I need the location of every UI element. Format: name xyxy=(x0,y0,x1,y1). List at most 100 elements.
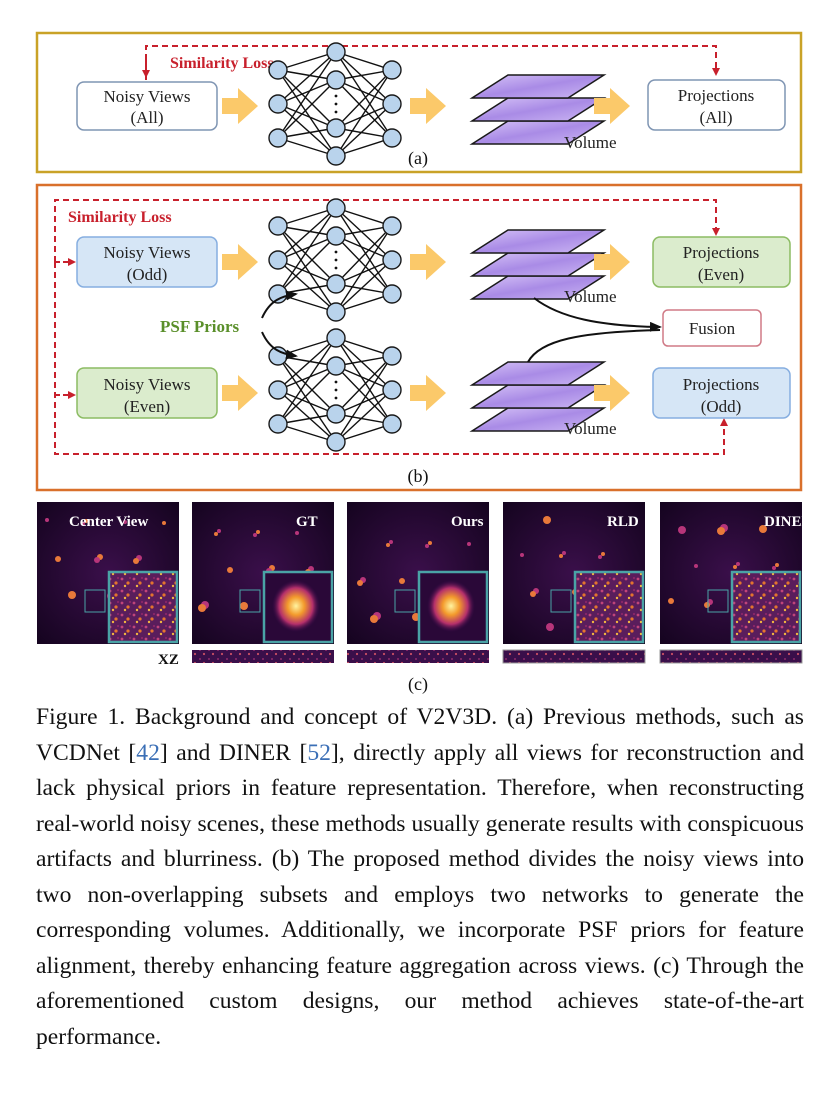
nn-edge xyxy=(335,235,393,261)
nn-edge xyxy=(335,79,393,139)
nn-edge xyxy=(277,103,337,157)
nn-edge xyxy=(277,69,337,157)
nn-edge xyxy=(277,79,337,139)
bead-blob xyxy=(94,557,100,563)
caption-ref-42[interactable]: 42 xyxy=(136,739,160,766)
nn-edge xyxy=(277,51,337,71)
bead-blob xyxy=(717,527,725,535)
volume-stack-b-bottom xyxy=(469,361,607,432)
xz-label: XZ xyxy=(158,652,179,668)
flow-arrow-a3 xyxy=(594,88,630,124)
figure-diagram: Similarity Loss Noisy Views (All) Volume… xyxy=(35,31,813,695)
input-box-all-line2: (All) xyxy=(130,108,163,127)
bead-blob xyxy=(227,567,233,573)
bead-blob xyxy=(84,519,88,523)
nn-edge xyxy=(277,259,337,313)
nn-edge xyxy=(277,103,337,129)
bead-blob xyxy=(598,555,602,559)
nn-edge xyxy=(277,235,337,295)
panel-a: Similarity Loss Noisy Views (All) Volume… xyxy=(35,31,803,174)
caption-ref-52[interactable]: 52 xyxy=(307,739,331,766)
nn-ellipsis-dot xyxy=(334,396,338,400)
bead-blob xyxy=(559,554,563,558)
nn-node xyxy=(326,42,346,62)
nn-ellipsis-dot xyxy=(334,258,338,262)
nn-edge xyxy=(335,69,393,157)
zoom-source-box xyxy=(239,589,261,613)
bead-blob xyxy=(704,602,710,608)
input-box-even-line1: Noisy Views xyxy=(104,375,191,394)
result-image-label: GT xyxy=(296,514,318,530)
nn-edge xyxy=(335,337,393,425)
flow-arrow-b6 xyxy=(594,375,630,411)
bead-blob xyxy=(425,544,429,548)
volume-label-b-bottom: Volume xyxy=(564,419,617,438)
figure-caption: Figure 1. Background and concept of V2V3… xyxy=(36,700,804,1055)
nn-edge xyxy=(335,207,393,227)
nn-node xyxy=(382,414,402,434)
fusion-arrow-top xyxy=(533,297,662,332)
fusion-arrow-bottom xyxy=(527,329,661,363)
nn-ellipsis-dot xyxy=(334,94,338,98)
panel-a-label: (a) xyxy=(408,148,428,169)
flow-arrow-a1 xyxy=(222,88,258,124)
similarity-loss-label-b: Similarity Loss xyxy=(68,209,172,226)
nn-ellipsis-dot xyxy=(334,266,338,270)
result-image-3: RLD xyxy=(502,502,646,664)
nn-ellipsis-dot xyxy=(334,110,338,114)
nn-edge xyxy=(277,225,337,285)
nn-edge xyxy=(277,69,337,81)
flow-arrow-b5 xyxy=(594,244,630,280)
nn-edge xyxy=(335,235,393,295)
nn-edge xyxy=(335,355,393,415)
nn-ellipsis-dot xyxy=(334,380,338,384)
nn-node xyxy=(382,94,402,114)
nn-edge xyxy=(277,225,337,237)
nn-edge xyxy=(277,51,337,105)
nn-ellipsis-dot xyxy=(334,102,338,106)
bead-blob xyxy=(55,556,61,562)
nn-edge xyxy=(277,337,337,425)
nn-edge xyxy=(277,337,337,391)
bead-blob xyxy=(678,526,686,534)
volume-label-b-top: Volume xyxy=(564,287,617,306)
fusion-label: Fusion xyxy=(689,319,736,338)
panel-c-label: (c) xyxy=(408,674,428,695)
nn-ellipsis-dot xyxy=(334,250,338,254)
bead-blob xyxy=(123,520,127,524)
nn-node xyxy=(326,70,346,90)
flow-arrow-b4 xyxy=(410,375,446,411)
nn-edge xyxy=(335,355,393,443)
nn-node xyxy=(382,380,402,400)
panel-a-frame xyxy=(35,31,803,174)
nn-node xyxy=(326,198,346,218)
caption-text-2: ] and DINER [ xyxy=(159,739,308,766)
nn-node xyxy=(268,250,288,270)
bead-blob xyxy=(81,522,85,526)
caption-text-1: Figure 1. Background and concept of V2V3… xyxy=(36,704,804,766)
output-box-all xyxy=(647,79,786,131)
nn-edge xyxy=(277,207,337,227)
zoom-source-box xyxy=(707,589,729,613)
bead-blob xyxy=(775,563,779,567)
zoom-inset-glow xyxy=(272,580,320,632)
output-box-even xyxy=(652,236,791,288)
fusion-box xyxy=(662,309,762,347)
bead-blob xyxy=(772,566,776,570)
nn-node xyxy=(268,380,288,400)
nn-edge xyxy=(335,51,393,139)
input-box-even xyxy=(76,367,218,419)
output-box-even-line1: Projections xyxy=(683,243,760,262)
nn-edge xyxy=(277,69,337,129)
nn-edge xyxy=(335,365,393,425)
nn-node xyxy=(326,356,346,376)
nn-edge xyxy=(335,365,393,391)
input-box-odd-line1: Noisy Views xyxy=(104,243,191,262)
volume-stack-a xyxy=(469,74,607,145)
zoom-source-box xyxy=(550,589,572,613)
nn-edge xyxy=(277,127,337,139)
xz-strip xyxy=(659,649,803,664)
nn-edge xyxy=(277,355,337,443)
output-box-all-line2: (All) xyxy=(699,108,732,127)
